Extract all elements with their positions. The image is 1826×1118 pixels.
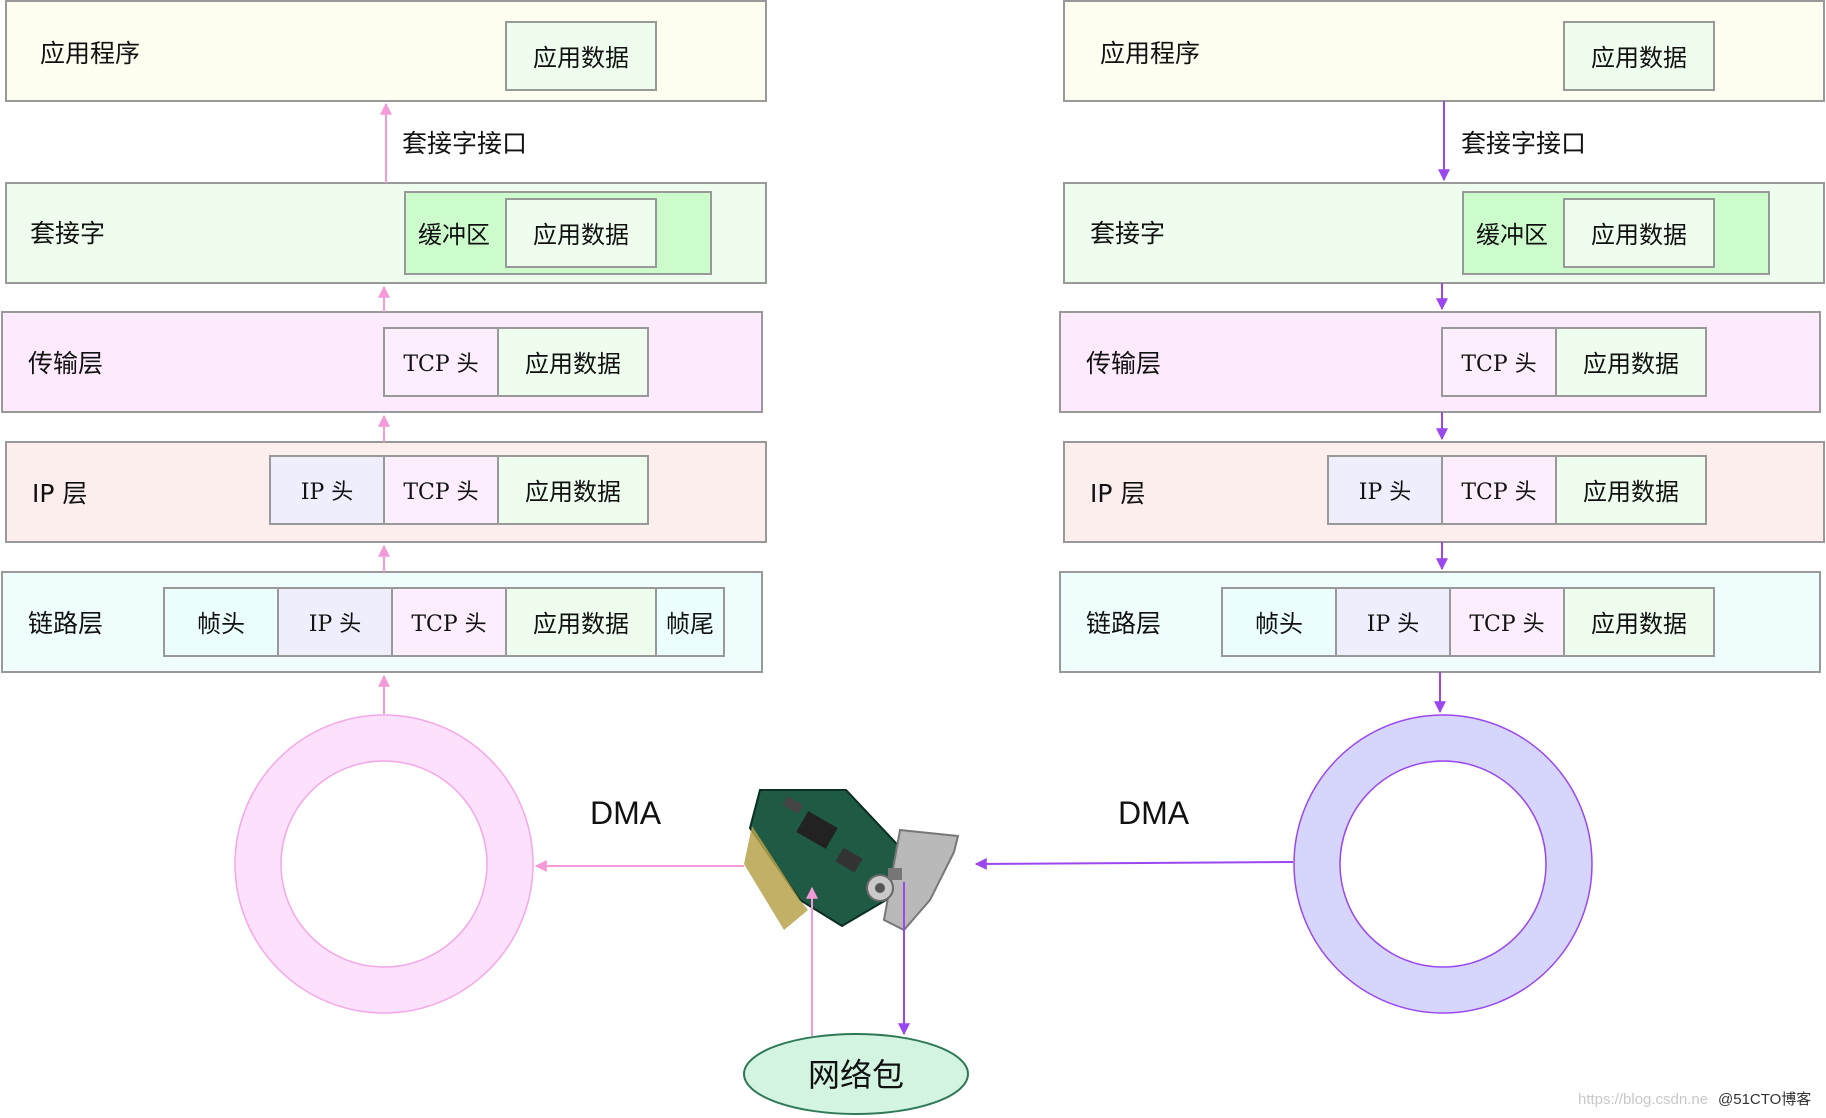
ip-header-cell xyxy=(269,455,385,525)
app-data-text: 应用数据 xyxy=(533,44,629,72)
receive-ring-inner-edge xyxy=(280,760,488,968)
link-app-data-text: 应用数据 xyxy=(533,610,629,638)
send-frame-header-cell xyxy=(1221,587,1337,657)
buffer-text: 缓冲区 xyxy=(418,221,490,249)
frame-trailer-cell xyxy=(655,587,725,657)
send-socket-layer-label: 套接字 xyxy=(1090,219,1165,248)
send-socket-app-data-text: 应用数据 xyxy=(1591,221,1687,249)
transport-app-data-text: 应用数据 xyxy=(525,350,621,378)
send-link-app-data-cell xyxy=(1563,587,1715,657)
ip-header-text: IP 头 xyxy=(301,480,354,505)
send-ip-tcp-header-cell xyxy=(1441,455,1557,525)
send-link-app-data-text: 应用数据 xyxy=(1591,610,1687,638)
send-tcp-header-cell xyxy=(1441,327,1557,397)
send-buffer-text: 缓冲区 xyxy=(1476,221,1548,249)
receive-stack: 应用程序 应用数据 套接字 缓冲区 应用数据 传输层 TCP 头 应用数据 IP… xyxy=(1,0,767,1014)
receive-socket-interface-label: 套接字接口 xyxy=(402,129,527,158)
send-ip-layer-label: IP 层 xyxy=(1090,479,1145,508)
send-dma-label: DMA xyxy=(1118,795,1190,831)
send-transport-app-data-text: 应用数据 xyxy=(1583,350,1679,378)
frame-trailer-text: 帧尾 xyxy=(666,610,714,638)
send-link-tcp-header-text: TCP 头 xyxy=(1469,612,1544,637)
socket-app-data-text: 应用数据 xyxy=(533,221,629,249)
send-ring-outer-edge xyxy=(1293,714,1593,1014)
send-link-ip-header-text: IP 头 xyxy=(1367,612,1420,637)
transport-layer-label: 传输层 xyxy=(28,349,103,378)
ip-app-data-text: 应用数据 xyxy=(525,478,621,506)
receive-dma-label: DMA xyxy=(590,795,662,831)
socket-app-data-cell xyxy=(505,198,657,268)
send-ring-inner-edge xyxy=(1339,760,1547,968)
send-tcp-header-text: TCP 头 xyxy=(1461,352,1536,377)
send-link-tcp-header-cell xyxy=(1449,587,1565,657)
link-tcp-header-text: TCP 头 xyxy=(411,612,486,637)
ip-app-data-cell xyxy=(497,455,649,525)
send-app-layer-label: 应用程序 xyxy=(1100,39,1200,68)
ip-layer-label: IP 层 xyxy=(32,479,87,508)
send-frame-header-text: 帧头 xyxy=(1255,610,1303,638)
transport-app-data-cell xyxy=(497,327,649,397)
network-card-icon xyxy=(744,789,960,932)
link-ip-header-text: IP 头 xyxy=(309,612,362,637)
send-app-data-text: 应用数据 xyxy=(1591,44,1687,72)
send-ip-app-data-text: 应用数据 xyxy=(1583,478,1679,506)
link-layer-label: 链路层 xyxy=(28,609,103,638)
send-ip-header-cell xyxy=(1327,455,1443,525)
tcp-header-text: TCP 头 xyxy=(403,352,478,377)
receive-ring-buffer xyxy=(235,715,533,1013)
watermark-faint-text: https://blog.csdn.ne xyxy=(1578,1091,1708,1108)
ip-tcp-header-text: TCP 头 xyxy=(403,480,478,505)
app-layer-label: 应用程序 xyxy=(40,39,140,68)
receive-ring-outer-edge xyxy=(234,714,534,1014)
link-app-data-cell xyxy=(505,587,657,657)
send-socket-interface-label: 套接字接口 xyxy=(1461,129,1586,158)
send-stack: 应用程序 应用数据 套接字 缓冲区 应用数据 传输层 TCP 头 应用数据 IP… xyxy=(974,0,1825,1014)
socket-layer-label: 套接字 xyxy=(30,219,105,248)
send-transport-app-data-cell xyxy=(1555,327,1707,397)
send-ip-header-text: IP 头 xyxy=(1359,480,1412,505)
network-packet-node xyxy=(743,1033,969,1115)
send-socket-app-data-cell xyxy=(1563,198,1715,268)
frame-header-cell xyxy=(163,587,279,657)
send-ring-buffer xyxy=(1294,715,1592,1013)
app-data-cell xyxy=(505,21,657,91)
send-ip-tcp-header-text: TCP 头 xyxy=(1461,480,1536,505)
send-link-layer-label: 链路层 xyxy=(1086,609,1161,638)
frame-header-text: 帧头 xyxy=(197,610,245,638)
link-tcp-header-cell xyxy=(391,587,507,657)
network-packet-label: 网络包 xyxy=(808,1056,904,1094)
send-app-data-cell xyxy=(1563,21,1715,91)
send-ip-app-data-cell xyxy=(1555,455,1707,525)
watermark-dark-text: @51CTO博客 xyxy=(1718,1091,1811,1108)
send-arrow-ring-to-nic xyxy=(974,857,1294,870)
tcp-header-cell xyxy=(383,327,499,397)
send-transport-layer-label: 传输层 xyxy=(1086,349,1161,378)
